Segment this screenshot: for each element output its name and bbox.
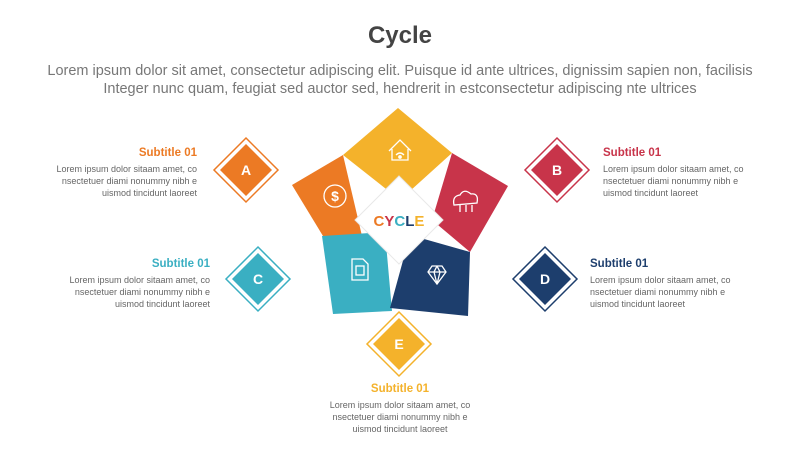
item-c-line-2: nsectetuer diami nonummy nibh e: [74, 287, 210, 297]
badge-e-letter: E: [394, 336, 403, 352]
sim-card-icon: [351, 258, 369, 281]
item-a-line-3: uismod tincidunt laoreet: [101, 188, 197, 198]
item-e-line-1: Lorem ipsum dolor sitaam amet, co: [329, 400, 471, 410]
badge-c-letter: C: [253, 271, 263, 287]
item-a-text: Subtitle 01 Lorem ipsum dolor sitaam ame…: [56, 146, 197, 199]
cloud-network-icon: [452, 190, 479, 212]
item-d-subtitle: Subtitle 01: [590, 258, 649, 270]
item-a-line-1: Lorem ipsum dolor sitaam amet, co: [56, 164, 197, 174]
segment-a: [292, 155, 362, 236]
intro-text: Lorem ipsum dolor sit amet, consectetur …: [40, 62, 760, 98]
page-title: Cycle: [367, 22, 433, 49]
item-d-line-2: nsectetuer diami nonummy nibh e: [590, 287, 726, 297]
item-e-subtitle: Subtitle 01: [370, 383, 430, 395]
badge-b: B: [523, 136, 591, 204]
svg-text:$: $: [331, 188, 339, 204]
badge-d-letter: D: [540, 271, 550, 287]
item-b-line-1: Lorem ipsum dolor sitaam amet, co: [603, 164, 744, 174]
dollar-icon: $: [323, 184, 347, 208]
item-d-line-1: Lorem ipsum dolor sitaam amet, co: [590, 275, 731, 285]
intro-line-1: Lorem ipsum dolor sit amet, consectetur …: [47, 63, 753, 79]
item-d-text: Subtitle 01 Lorem ipsum dolor sitaam ame…: [590, 257, 731, 310]
diamond-icon: [427, 265, 447, 286]
badge-c: C: [224, 245, 292, 313]
segment-b: [432, 153, 508, 252]
item-e-text: Subtitle 01 Lorem ipsum dolor sitaam ame…: [300, 382, 500, 435]
item-c-line-1: Lorem ipsum dolor sitaam amet, co: [69, 275, 210, 285]
badge-a-letter: A: [241, 162, 251, 178]
badge-b-letter: B: [552, 162, 562, 178]
item-b-text: Subtitle 01 Lorem ipsum dolor sitaam ame…: [603, 146, 744, 199]
item-c-text: Subtitle 01 Lorem ipsum dolor sitaam ame…: [69, 257, 210, 310]
center-square: [354, 175, 444, 265]
item-c-line-3: uismod tincidunt laoreet: [114, 299, 210, 309]
item-b-line-2: nsectetuer diami nonummy nibh e: [603, 176, 739, 186]
badge-a: A: [212, 136, 280, 204]
segment-c: [322, 232, 392, 314]
item-c-subtitle: Subtitle 01: [151, 258, 210, 270]
item-e-line-2: nsectetuer diami nonummy nibh e: [332, 412, 468, 422]
badge-e: E: [365, 310, 433, 378]
item-d-line-3: uismod tincidunt laoreet: [590, 299, 686, 309]
center-label: CYCLE: [374, 213, 425, 230]
house-icon: [388, 139, 412, 161]
intro-line-2: Integer nunc quam, feugiat sed auctor se…: [103, 81, 697, 97]
item-b-line-3: uismod tincidunt laoreet: [603, 188, 699, 198]
item-a-line-2: nsectetuer diami nonummy nibh e: [61, 176, 197, 186]
item-b-subtitle: Subtitle 01: [603, 147, 662, 159]
badge-d: D: [511, 245, 579, 313]
item-e-line-3: uismod tincidunt laoreet: [352, 424, 448, 434]
item-a-subtitle: Subtitle 01: [138, 147, 197, 159]
